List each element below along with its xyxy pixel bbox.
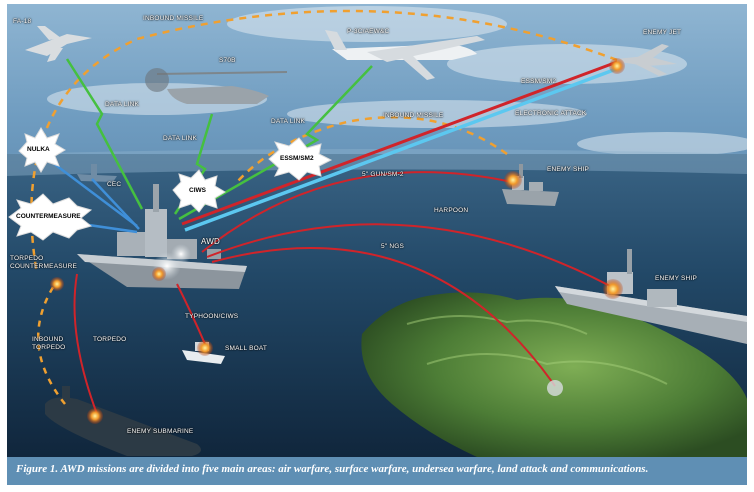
cec-label: CEC bbox=[107, 181, 122, 188]
enemy-ship-2-label: ENEMY SHIP bbox=[655, 275, 697, 282]
awd-label: AWD bbox=[201, 237, 220, 246]
inbound-missile-mid-label: INBOUND MISSILE bbox=[383, 112, 444, 119]
essm-sm2-line bbox=[181, 60, 618, 226]
distant-ship bbox=[77, 164, 117, 182]
torpedo-label: TORPEDO bbox=[93, 336, 127, 343]
fa18-label: FA-18 bbox=[13, 18, 32, 25]
p3c-label: P-3C/AEW&C bbox=[347, 28, 390, 35]
strike-paths bbox=[73, 171, 613, 415]
nulka-burst bbox=[18, 127, 66, 173]
enemy-submarine bbox=[45, 386, 201, 456]
enemy-jet-aircraft bbox=[605, 44, 677, 76]
enemy-submarine-label: ENEMY SUBMARINE bbox=[127, 428, 194, 435]
enemy-ship-1-label: ENEMY SHIP bbox=[547, 166, 589, 173]
island bbox=[361, 292, 747, 457]
caption-bar: Figure 1. AWD missions are divided into … bbox=[7, 457, 747, 485]
ciws-burst bbox=[172, 169, 226, 213]
s70b-label: S70B bbox=[219, 57, 236, 64]
s70b-helicopter bbox=[145, 68, 288, 104]
essm-sm2-burst-label: ESSM/SM2 bbox=[280, 155, 314, 162]
typhoon-ciws-label: TYPHOON/CIWS bbox=[185, 313, 239, 320]
small-boat-label: SMALL BOAT bbox=[225, 345, 268, 352]
ciws-burst-label: CIWS bbox=[189, 187, 206, 194]
data-link-label-1: DATA LINK bbox=[105, 101, 140, 108]
electronic-attack-line bbox=[184, 66, 620, 232]
p3c-aircraft bbox=[325, 30, 485, 80]
electronic-attack-label: ELECTRONIC ATTACK bbox=[515, 110, 587, 117]
data-link-label-2: DATA LINK bbox=[163, 135, 198, 142]
inbound-torpedo-label: INBOUND TORPEDO bbox=[32, 336, 66, 351]
impact-markers bbox=[50, 58, 625, 424]
enemy-jet-label: ENEMY JET bbox=[643, 29, 682, 36]
fa18-aircraft bbox=[25, 26, 92, 62]
ciws-launch-smoke bbox=[152, 244, 191, 281]
torpedo-countermeasure-label: TORPEDO COUNTERMEASURE bbox=[10, 255, 78, 270]
gun-sm2-label: 5" GUN/SM-2 bbox=[362, 171, 404, 178]
horizon-haze bbox=[7, 149, 747, 176]
essm-sm2-burst bbox=[268, 137, 333, 181]
inbound-torpedo-path bbox=[37, 283, 66, 405]
data-link-label-3: DATA LINK bbox=[271, 118, 306, 125]
clouds bbox=[47, 6, 747, 156]
harpoon-label: HARPOON bbox=[434, 207, 469, 214]
countermeasure-label: COUNTERMEASURE bbox=[16, 213, 81, 220]
ngs-label: 5" NGS bbox=[381, 243, 405, 250]
nulka-label: NULKA bbox=[27, 146, 50, 153]
scene-art bbox=[7, 4, 747, 457]
figure-caption: Figure 1. AWD missions are divided into … bbox=[16, 463, 649, 475]
essm-sm2-top-label: ESSM/SM2 bbox=[521, 78, 557, 85]
countermeasure-burst bbox=[8, 193, 93, 241]
inbound-missile-top-label: INBOUND MISSILE bbox=[143, 15, 204, 22]
awd-mission-illustration: NULKA COUNTERMEASURE ESSM/SM2 CIWS FA-18… bbox=[7, 4, 747, 457]
